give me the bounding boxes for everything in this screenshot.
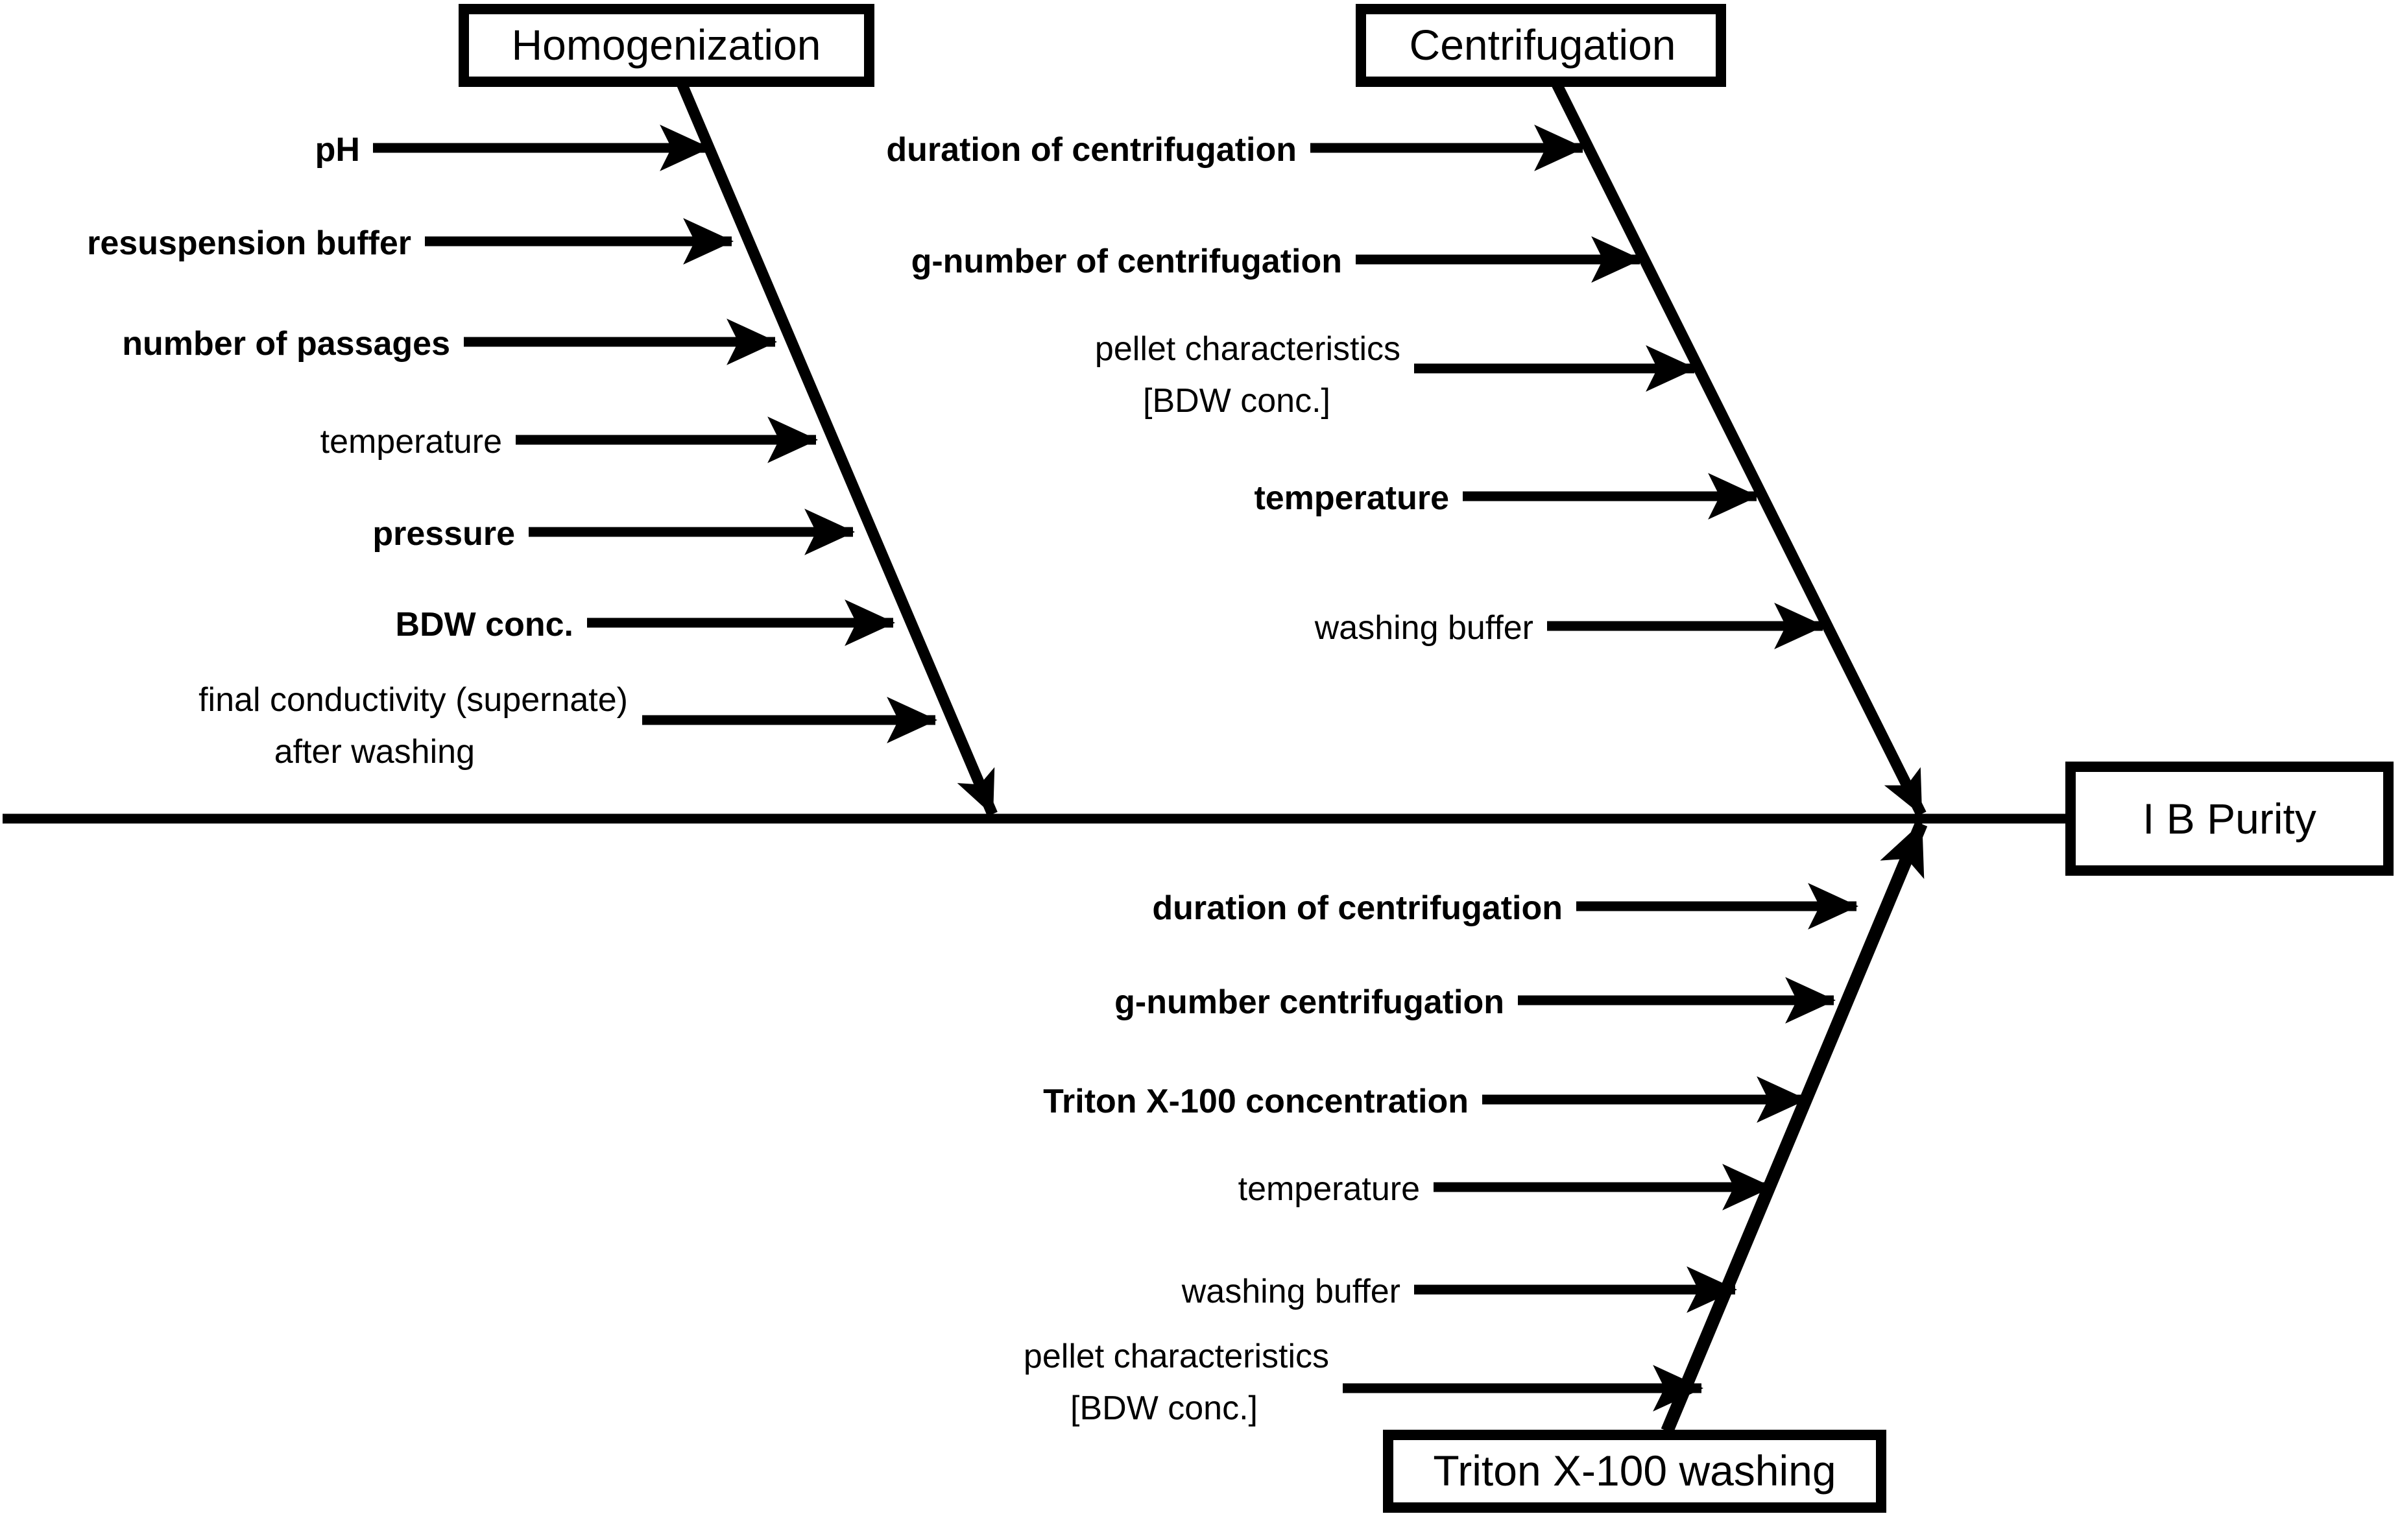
effect-label: I B Purity [2143, 795, 2316, 843]
cause-label-triton-5-line1: pellet characteristics [1024, 1338, 1329, 1375]
effect-box [2065, 762, 2394, 876]
cause-label-homogenization-6-line2: after washing [274, 733, 475, 771]
cause-label-triton-4: washing buffer [1181, 1273, 1400, 1310]
cause-label-homogenization-1: resuspension buffer [87, 224, 411, 262]
cause-label-centrifugation-2-line2: [BDW conc.] [1143, 382, 1330, 420]
cause-label-centrifugation-3: temperature [1254, 479, 1449, 517]
branch-line-centrifugation [1545, 69, 1927, 817]
branch-line-triton [1661, 821, 1928, 1434]
cause-label-homogenization-0: pH [315, 131, 360, 169]
cause-label-homogenization-5: BDW conc. [396, 606, 573, 644]
cause-label-centrifugation-1: g-number of centrifugation [911, 243, 1342, 280]
cause-label-centrifugation-4: washing buffer [1314, 609, 1533, 647]
cause-label-homogenization-4: pressure [372, 515, 515, 553]
cause-label-centrifugation-2-line1: pellet characteristics [1095, 330, 1400, 368]
category-box-homogenization [459, 4, 874, 87]
cause-label-triton-3: temperature [1238, 1170, 1420, 1208]
cause-label-centrifugation-0: duration of centrifugation [886, 131, 1297, 169]
branch-line-homogenization [671, 69, 998, 817]
category-label-centrifugation: Centrifugation [1410, 21, 1676, 69]
category-box-centrifugation [1356, 4, 1726, 87]
cause-label-triton-1: g-number centrifugation [1114, 983, 1504, 1021]
cause-label-triton-0: duration of centrifugation [1152, 889, 1563, 927]
cause-label-homogenization-3: temperature [320, 423, 502, 461]
category-label-homogenization: Homogenization [512, 21, 821, 69]
category-box-triton [1383, 1430, 1886, 1513]
cause-label-triton-5-line2: [BDW conc.] [1070, 1390, 1258, 1427]
category-label-triton: Triton X-100 washing [1433, 1447, 1836, 1495]
cause-label-triton-2: Triton X-100 concentration [1043, 1083, 1469, 1120]
cause-label-homogenization-6-line1: final conductivity (supernate) [198, 681, 628, 719]
cause-label-homogenization-2: number of passages [122, 325, 450, 363]
